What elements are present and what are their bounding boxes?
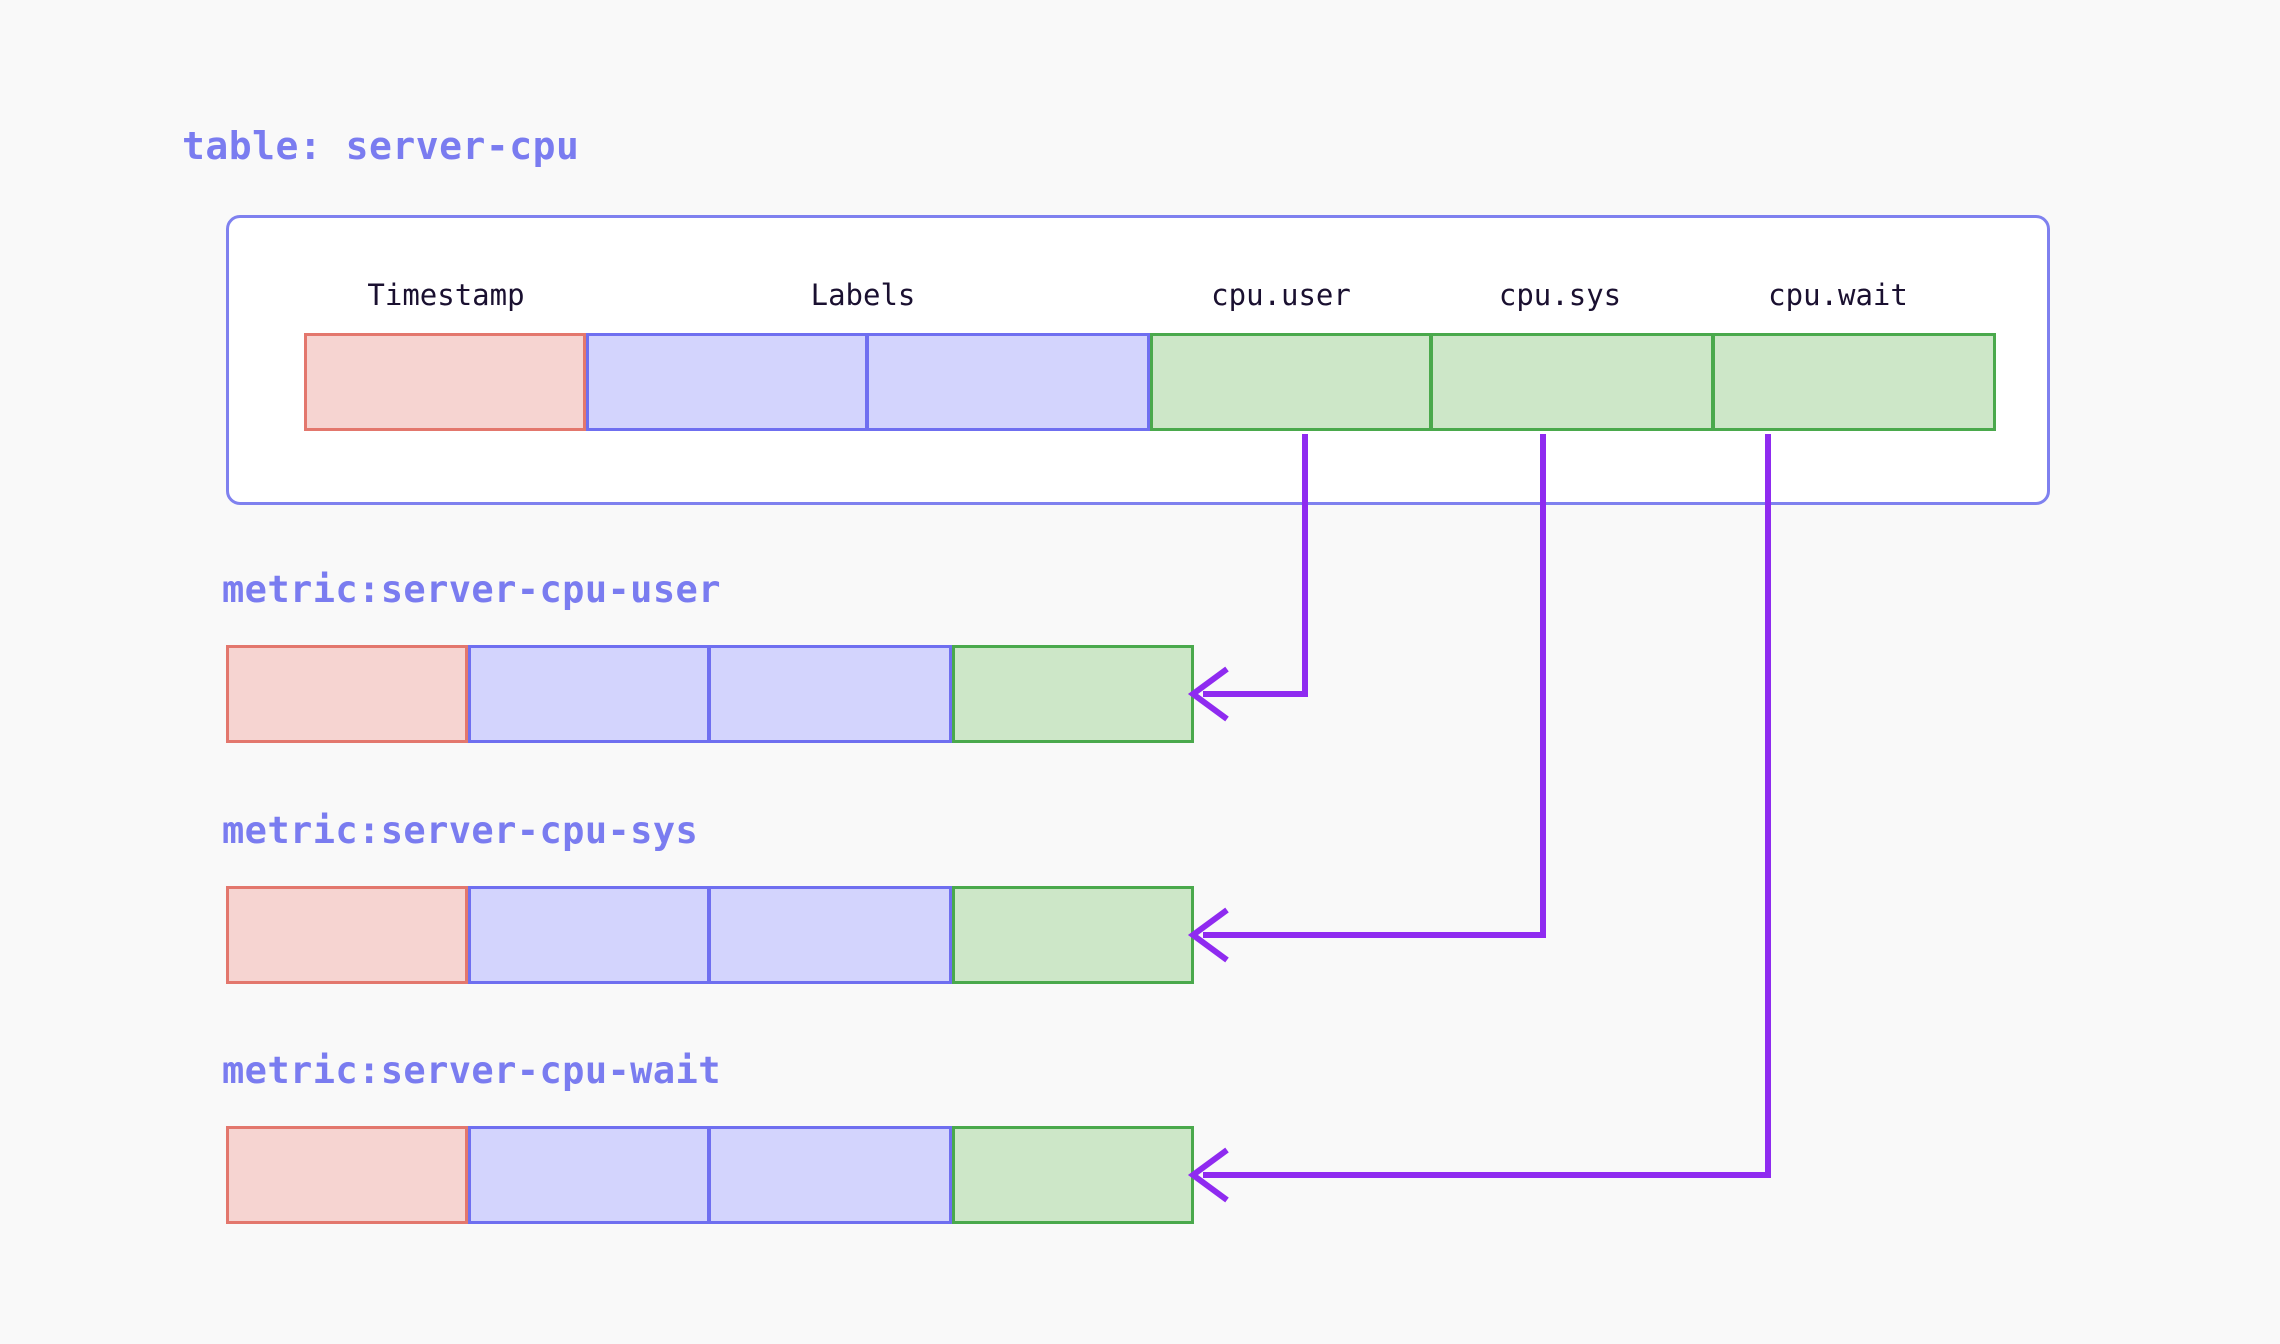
metric-0-cell-blue [710,645,952,743]
metric-title-sys: metric:server-cpu-sys [222,809,699,852]
column-header-cpu-user: cpu.user [1211,278,1351,312]
connector-cpu-wait [1187,434,1771,1203]
connector-cpu-sys [1187,434,1546,963]
table-cell-pink [304,333,586,431]
table-cell-blue [868,333,1150,431]
metric-title-wait: metric:server-cpu-wait [222,1049,721,1092]
table-title: table: server-cpu [182,124,580,168]
metric-row-sys [226,886,1194,984]
arrowhead [1187,666,1229,722]
column-header-cpu-wait: cpu.wait [1768,278,1908,312]
metric-2-cell-green [952,1126,1194,1224]
column-header-cpu-sys: cpu.sys [1498,278,1622,312]
metric-1-cell-green [952,886,1194,984]
table-cell-blue [586,333,868,431]
table-cell-green [1432,333,1714,431]
metric-0-cell-blue [468,645,710,743]
metric-1-cell-blue [710,886,952,984]
arrowhead [1187,1147,1229,1203]
metric-1-cell-pink [226,886,468,984]
metric-2-cell-pink [226,1126,468,1224]
column-header-labels: Labels [810,278,916,312]
metric-1-cell-blue [468,886,710,984]
table-row [304,333,1996,431]
table-cell-green [1714,333,1996,431]
arrowhead [1187,907,1229,963]
metric-0-cell-green [952,645,1194,743]
metric-row-user [226,645,1194,743]
column-header-timestamp: Timestamp [367,278,525,312]
metric-2-cell-blue [468,1126,710,1224]
metric-row-wait [226,1126,1194,1224]
table-cell-green [1150,333,1432,431]
metric-title-user: metric:server-cpu-user [222,568,721,611]
metric-0-cell-pink [226,645,468,743]
metric-2-cell-blue [710,1126,952,1224]
